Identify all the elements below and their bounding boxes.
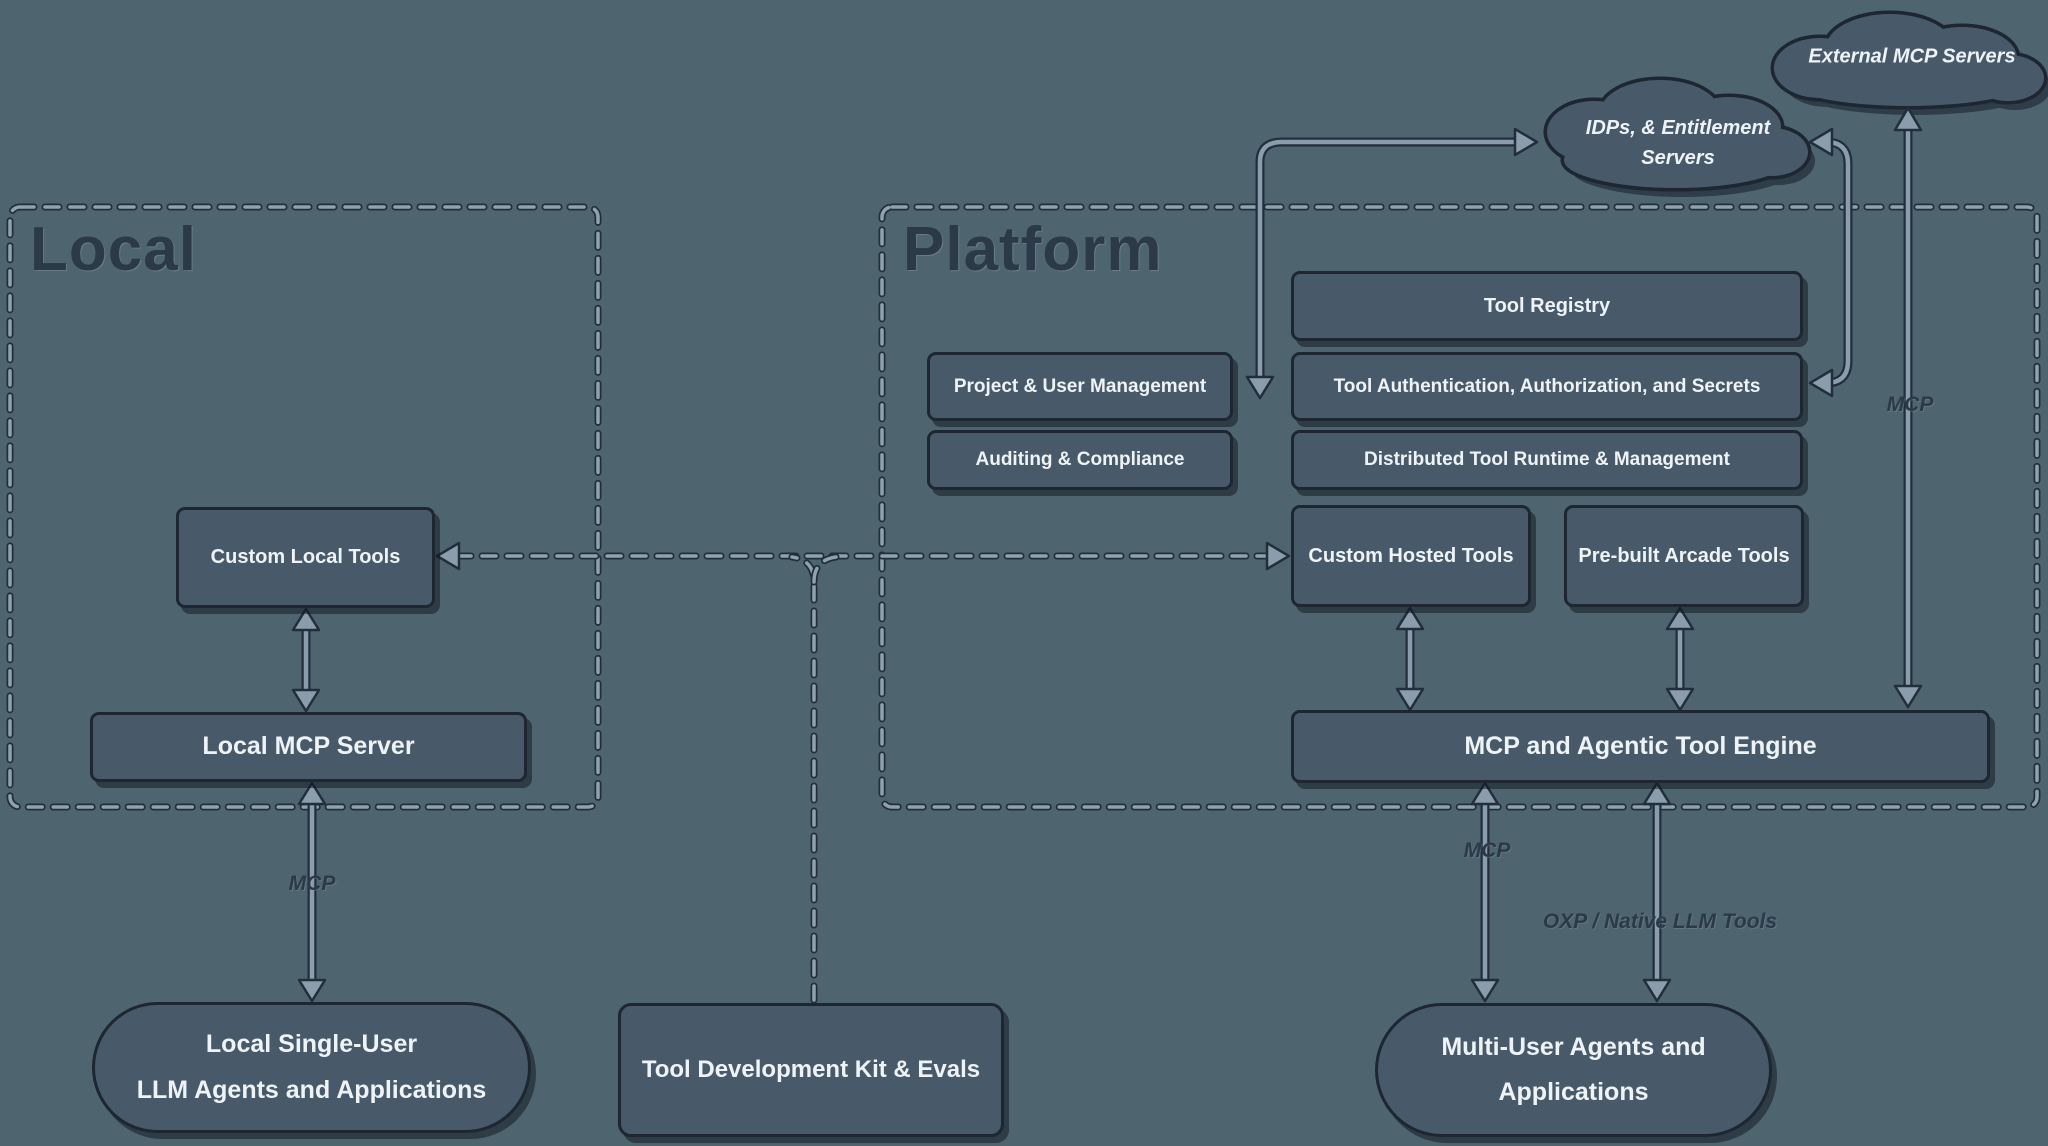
multi-user-line1: Multi-User Agents and — [1441, 1032, 1706, 1061]
arrow-localmcp-localagents — [297, 781, 327, 1003]
idp-cloud-label-line1: IDPs, & Entitlement — [1585, 117, 1771, 139]
edge-label-local-mcp: MCP — [288, 872, 336, 895]
arrow-toolauth-idpcloud-right — [1808, 127, 1853, 398]
node-local-mcp-server: Local MCP Server — [90, 712, 527, 782]
platform-container-border — [878, 203, 2041, 811]
edge-label-oxp-native-llm-tools: OXP / Native LLM Tools — [1542, 910, 1778, 933]
node-auditing-compliance: Auditing & Compliance — [927, 430, 1233, 490]
arrow-engine-multiuser-mcp — [1470, 781, 1500, 1003]
node-distributed-runtime: Distributed Tool Runtime & Management — [1291, 430, 1803, 490]
node-custom-hosted-tools: Custom Hosted Tools — [1291, 505, 1531, 607]
node-mcp-agentic-tool-engine: MCP and Agentic Tool Engine — [1291, 710, 1990, 783]
arrow-engine-multiuser-oxp — [1642, 781, 1672, 1003]
idp-cloud-label: IDPs, & Entitlement Servers — [1586, 113, 1770, 173]
arrow-customlocal-localmcp — [291, 607, 321, 713]
local-single-user-line2: LLM Agents and Applications — [136, 1075, 487, 1104]
local-container-title: Local — [30, 215, 197, 284]
multi-user-line2: Applications — [1498, 1078, 1649, 1106]
node-tool-registry: Tool Registry — [1291, 271, 1803, 341]
local-single-user-line1: Local Single-User — [205, 1030, 418, 1059]
dashed-connector — [435, 541, 1291, 1004]
node-custom-local-tools: Custom Local Tools — [176, 507, 435, 608]
arrow-prebuilt-engine — [1665, 606, 1695, 712]
node-tool-development-kit: Tool Development Kit & Evals — [618, 1003, 1004, 1137]
arrow-hosted-engine — [1395, 606, 1425, 712]
node-tool-auth: Tool Authentication, Authorization, and … — [1291, 352, 1803, 421]
platform-container-title: Platform — [903, 215, 1163, 284]
node-local-single-user-agents: Local Single-User LLM Agents and Applica… — [92, 1002, 531, 1133]
node-project-user-management: Project & User Management — [927, 352, 1233, 421]
external-mcp-cloud-label: External MCP Servers — [1808, 45, 2016, 68]
local-container-border — [6, 203, 602, 811]
arrow-engine-externalcloud — [1893, 106, 1923, 709]
idp-cloud — [1543, 76, 1815, 197]
edge-label-engine-mcp: MCP — [1463, 839, 1511, 862]
edge-label-external-mcp: MCP — [1886, 393, 1934, 416]
arrow-platform-idpcloud-left — [1245, 127, 1539, 400]
node-multi-user-agents: Multi-User Agents and Applications — [1375, 1003, 1772, 1137]
node-prebuilt-arcade-tools: Pre-built Arcade Tools — [1564, 505, 1804, 607]
idp-cloud-label-line2: Servers — [1641, 147, 1715, 169]
external-mcp-cloud — [1770, 10, 2048, 115]
